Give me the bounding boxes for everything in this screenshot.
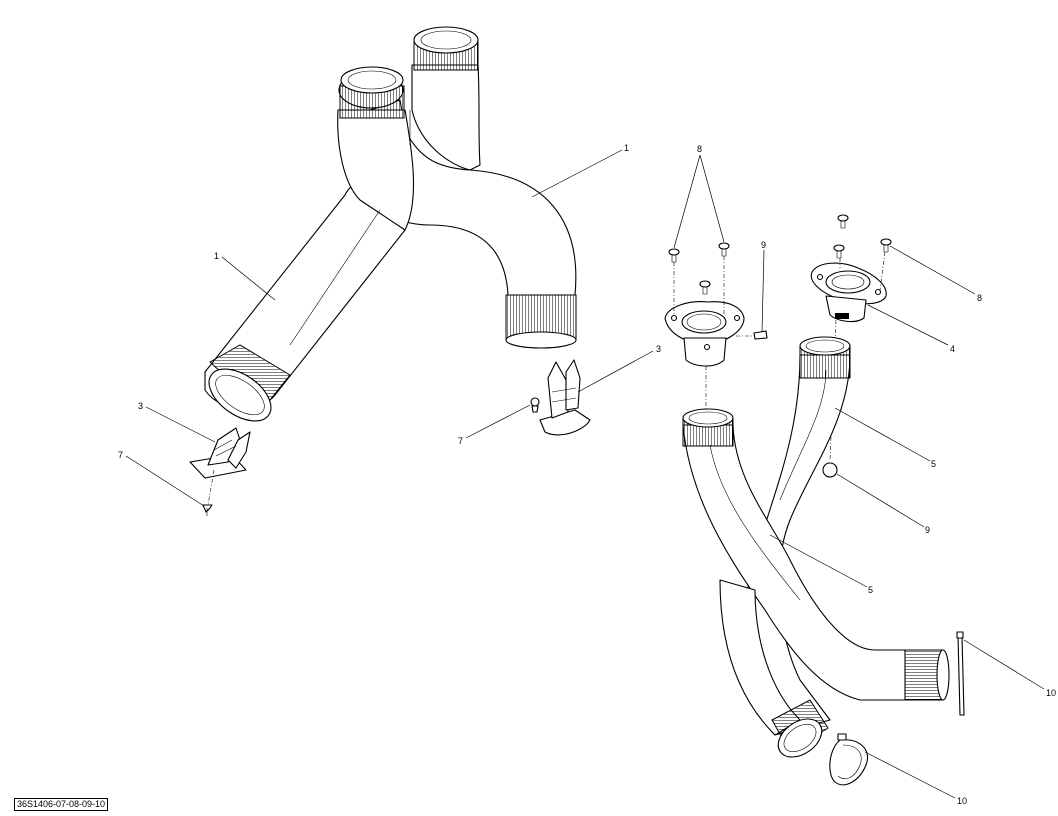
- callout-label: 5: [931, 459, 936, 469]
- callout-label: 4: [950, 344, 955, 354]
- clamp-part-10-strap: [956, 631, 965, 716]
- plug-part-9-right: [822, 462, 838, 478]
- pipes-part-5: [682, 336, 950, 758]
- washers-part-8-right: [829, 214, 892, 461]
- clip-part-3-left: [189, 427, 251, 479]
- washers-part-8-center: [668, 242, 730, 412]
- leader-lines: [125, 149, 1045, 799]
- callout-label: 3: [138, 401, 143, 411]
- callout-label: 8: [697, 144, 702, 154]
- y-pipe-part-1: [204, 26, 577, 422]
- callout-label: 7: [118, 450, 123, 460]
- callout-label: 1: [624, 143, 629, 153]
- callout-labels: 1 1 3 7 3 7 8 9 8 4 5 9 5 10 10: [118, 143, 1056, 806]
- flange-part-4: [810, 262, 887, 323]
- fitting-part-9-center: [736, 330, 768, 340]
- callout-label: 5: [868, 585, 873, 595]
- callout-label: 10: [1046, 688, 1056, 698]
- callout-label: 10: [957, 796, 967, 806]
- callout-label: 9: [925, 525, 930, 535]
- flange-center: [664, 301, 745, 367]
- screw-part-7-center: [530, 397, 540, 413]
- screw-part-7-left: [202, 469, 215, 516]
- callout-label: 1: [214, 251, 219, 261]
- callout-label: 8: [977, 293, 982, 303]
- callout-label: 9: [761, 240, 766, 250]
- callout-label: 7: [458, 436, 463, 446]
- reference-code: 36S1406-07-08-09-10: [14, 798, 109, 811]
- clip-part-3-center: [539, 359, 591, 436]
- clamp-part-10-ring: [829, 733, 868, 786]
- callout-label: 3: [656, 344, 661, 354]
